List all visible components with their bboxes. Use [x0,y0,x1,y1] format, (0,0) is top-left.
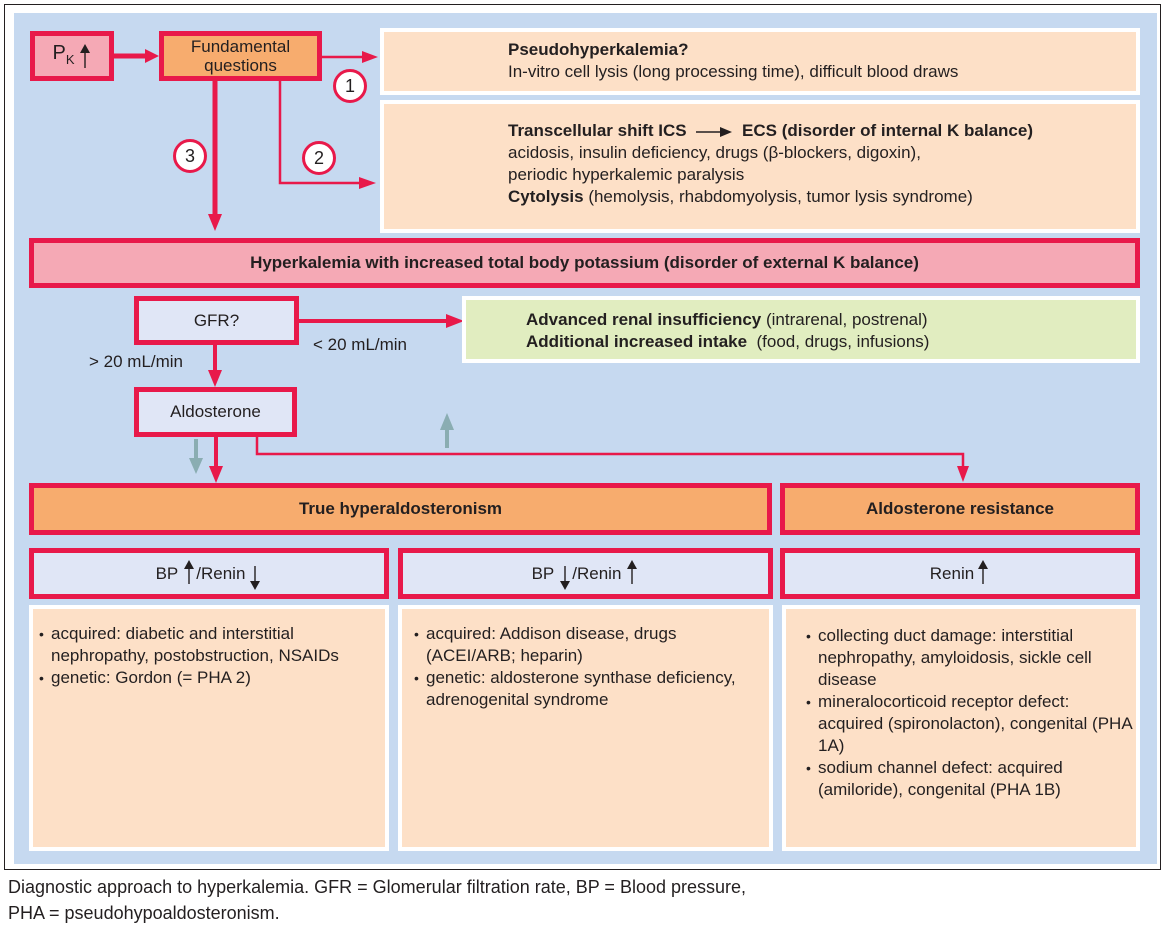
col2-renin-label: /Renin [572,563,622,583]
pk-subscript: K [65,51,75,67]
shift-title-b: ECS (disorder of internal K balance) [742,121,1033,140]
cytolysis-label: Cytolysis [508,187,584,206]
aldosterone-label: Aldosterone [170,402,261,421]
up-arrow-icon [978,559,989,584]
true-hyper-title: True hyperaldosteronism [298,499,503,518]
list-item: acquired: Addison disease, drugs (ACEI/A… [414,623,754,667]
aldosterone-resistance-box: Aldosterone resistance [780,483,1140,535]
pseudo-title: Pseudohyperkalemia? [508,40,689,59]
right-arrow-icon [696,126,733,137]
col1-renin-label: /Renin [196,563,246,583]
list-item: mineralocorticoid receptor defect: acqui… [806,691,1136,757]
col2-list: acquired: Addison disease, drugs (ACEI/A… [414,623,754,711]
renal-insufficiency-card: Advanced renal insufficiency (intrarenal… [462,296,1140,363]
renal-line1-rest: (intrarenal, postrenal) [761,310,928,329]
shift-cytolysis: Cytolysis (hemolysis, rhabdomyolysis, tu… [508,186,1033,208]
gfr-low-label: < 20 mL/min [313,335,408,354]
shift-line3: periodic hyperkalemic paralysis [508,165,745,184]
renal-line1: Advanced renal insufficiency (intrarenal… [526,309,929,331]
list-item: genetic: aldosterone synthase deficiency… [414,667,754,711]
resistance-title: Aldosterone resistance [865,499,1054,518]
external-k-balance-band: Hyperkalemia with increased total body p… [29,238,1140,288]
down-arrow-icon [560,565,571,590]
pseudohyperkalemia-card: Pseudohyperkalemia? In-vitro cell lysis … [380,28,1140,95]
fundamental-line2: questions [204,56,277,75]
step-3-label: 3 [184,145,195,166]
pk-elevated-box: PK [30,31,114,81]
gfr-high-label: > 20 mL/min [89,352,184,371]
fundamental-line1: Fundamental [190,37,291,56]
renal-line2-rest: (food, drugs, infusions) [747,332,930,351]
step-3-circle: 3 [173,139,207,173]
col2-bp-label: BP [531,563,555,583]
external-title: Hyperkalemia with increased total body p… [250,253,919,272]
shift-title-a: Transcellular shift ICS [508,121,687,140]
col1-bp-label: BP [155,563,179,583]
list-item: sodium channel defect: acquired (amilori… [806,757,1136,801]
list-item: genetic: Gordon (= PHA 2) [39,667,369,689]
list-item: acquired: diabetic and interstitial neph… [39,623,369,667]
pseudo-text: In-vitro cell lysis (long processing tim… [508,62,959,81]
pk-p: P [52,41,66,64]
aldosterone-box: Aldosterone [134,387,297,437]
col1-header-bp-up-renin-down: BP /Renin [29,548,389,599]
col1-details-card: acquired: diabetic and interstitial neph… [29,605,389,851]
caption-line1: Diagnostic approach to hyperkalemia. GFR… [8,877,747,897]
shift-line2: acidosis, insulin deficiency, drugs (β-b… [508,143,921,162]
col3-details-card: collecting duct damage: interstitial nep… [782,605,1140,851]
col3-renin-label: Renin [929,563,975,583]
true-hyperaldosteronism-box: True hyperaldosteronism [29,483,772,535]
transcellular-shift-card: Transcellular shift ICS ECS (disorder of… [380,100,1140,233]
step-2-circle: 2 [302,141,336,175]
fundamental-questions-box: Fundamental questions [159,31,322,81]
col3-header-renin-up: Renin [780,548,1140,599]
up-arrow-icon [184,559,195,584]
figure-caption: Diagnostic approach to hyperkalemia. GFR… [8,874,746,926]
renal-line2: Additional increased intake (food, drugs… [526,331,929,353]
col1-list: acquired: diabetic and interstitial neph… [39,623,369,689]
gfr-label: GFR? [193,310,240,330]
shift-title: Transcellular shift ICS ECS (disorder of… [508,120,1033,142]
caption-line2: PHA = pseudohypoaldosteronism. [8,903,280,923]
renal-line2-bold: Additional increased intake [526,332,748,351]
step-1-label: 1 [344,75,355,96]
up-arrow-icon [627,559,638,584]
col2-header-bp-down-renin-up: BP /Renin [398,548,773,599]
col2-details-card: acquired: Addison disease, drugs (ACEI/A… [398,605,773,851]
step-2-label: 2 [313,147,324,168]
list-item: collecting duct damage: interstitial nep… [806,625,1136,691]
down-arrow-icon [250,565,261,590]
pk-label: PK [52,42,74,71]
cytolysis-text: (hemolysis, rhabdomyolysis, tumor lysis … [583,187,973,206]
up-arrow-icon [79,44,90,68]
gfr-box: GFR? [134,296,299,345]
step-1-circle: 1 [333,69,367,103]
col3-list: collecting duct damage: interstitial nep… [806,625,1136,801]
renal-line1-bold: Advanced renal insufficiency [526,310,762,329]
